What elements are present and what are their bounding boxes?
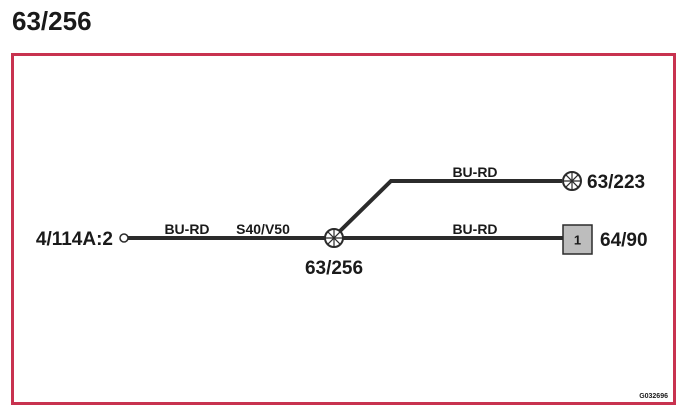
bottom-end-label: 64/90 xyxy=(600,230,648,251)
splice-end-icon xyxy=(562,171,582,191)
splice-junction-icon xyxy=(324,228,344,248)
wire-upper-color-label: BU-RD xyxy=(452,164,497,180)
diagram-frame xyxy=(11,53,676,405)
connector-pin-label: 1 xyxy=(574,233,581,248)
open-circle-terminal-icon xyxy=(119,233,129,243)
connector-box-icon xyxy=(562,224,593,255)
top-end-label: 63/223 xyxy=(587,172,645,193)
junction-label: 63/256 xyxy=(305,258,363,279)
wire-upper-branch xyxy=(337,179,562,234)
wire-main-color-label: BU-RD xyxy=(164,221,209,237)
page-title: 63/256 xyxy=(12,6,92,36)
source-label: 4/114A:2 xyxy=(36,229,113,250)
wire-main-code-label: S40/V50 xyxy=(236,221,290,237)
figure-code: G032696 xyxy=(639,393,668,400)
wire-lower-color-label: BU-RD xyxy=(452,221,497,237)
